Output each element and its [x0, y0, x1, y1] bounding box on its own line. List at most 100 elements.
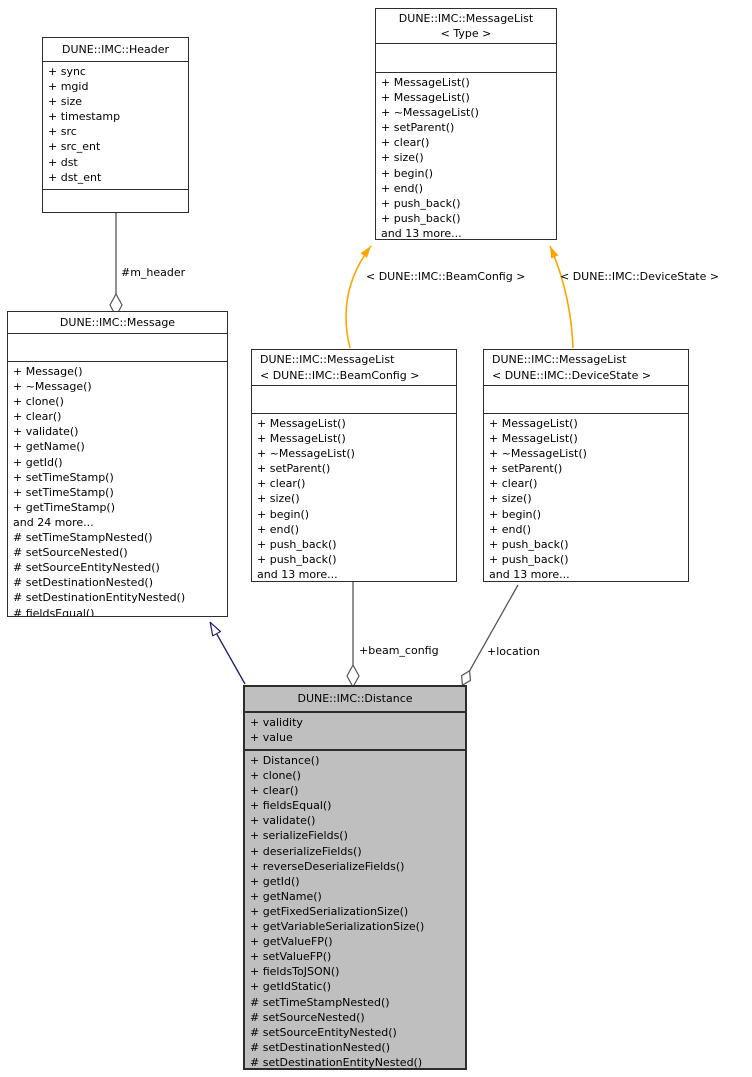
aggregation-edge-location	[460, 584, 519, 687]
template-instantiation-edge-beamconfig	[345, 245, 372, 349]
member-line: + ~MessageList()	[381, 106, 479, 120]
attributes-compartment	[8, 334, 227, 362]
class-title-line: DUNE::IMC::MessageList	[260, 353, 395, 366]
member-line: # setDestinationNested()	[250, 1040, 391, 1054]
member-line: # fieldsEqual()	[13, 606, 95, 617]
class-title: DUNE::IMC::MessageList< Type >	[376, 9, 556, 44]
open-diamond-icon	[346, 663, 360, 689]
member-line: + setValueFP()	[250, 950, 332, 964]
member-line: + setParent()	[489, 462, 563, 476]
member-line: + clear()	[13, 410, 62, 424]
member-line: + clear()	[250, 784, 299, 798]
class-box-messagelist-devicestate[interactable]: DUNE::IMC::MessageList< DUNE::IMC::Devic…	[483, 349, 689, 582]
edge-label-location: +location	[487, 645, 540, 658]
member-line: # setTimeStampNested()	[13, 531, 153, 545]
class-title-line: DUNE::IMC::Header	[62, 42, 169, 56]
attributes-compartment: + validity + value	[245, 713, 465, 751]
member-line: + ~MessageList()	[489, 447, 587, 461]
member-line: + ~MessageList()	[257, 447, 355, 461]
class-title-line: DUNE::IMC::MessageList	[492, 353, 627, 366]
member-line: + size()	[381, 151, 424, 165]
member-line: + setParent()	[381, 121, 455, 135]
edge-label-template-beamconfig: < DUNE::IMC::BeamConfig >	[366, 270, 526, 283]
methods-compartment: + Message()+ ~Message()+ clone()+ clear(…	[8, 362, 227, 616]
class-box-message[interactable]: DUNE::IMC::Message + Message()+ ~Message…	[7, 311, 228, 617]
methods-compartment: + MessageList()+ MessageList()+ ~Message…	[484, 414, 688, 581]
edge-label-template-devicestate: < DUNE::IMC::DeviceState >	[560, 270, 720, 283]
member-line: + value	[250, 731, 293, 745]
class-title: DUNE::IMC::Header	[43, 38, 188, 62]
member-line: + MessageList()	[257, 417, 346, 430]
member-line: + setTimeStamp()	[13, 485, 114, 499]
template-instantiation-edge-devicestate	[549, 245, 574, 349]
class-title: DUNE::IMC::MessageList< DUNE::IMC::Devic…	[484, 350, 688, 386]
class-box-header[interactable]: DUNE::IMC::Header + sync+ mgid+ size+ ti…	[42, 37, 189, 213]
member-line: # setSourceEntityNested()	[250, 1025, 397, 1039]
member-line: + getVariableSerializationSize()	[250, 920, 425, 934]
class-title-line: < DUNE::IMC::BeamConfig >	[260, 368, 420, 382]
class-title-line: DUNE::IMC::MessageList	[398, 11, 534, 25]
member-line: + getName()	[13, 440, 85, 454]
attributes-compartment	[252, 386, 456, 414]
member-line: + end()	[257, 522, 300, 536]
member-line: # setTimeStampNested()	[250, 995, 390, 1009]
member-line: + dst	[48, 155, 78, 169]
member-line: # setDestinationNested()	[13, 576, 154, 590]
member-line: + getId()	[250, 874, 300, 888]
member-line: + validate()	[13, 425, 79, 439]
class-box-messagelist-beamconfig[interactable]: DUNE::IMC::MessageList< DUNE::IMC::BeamC…	[251, 349, 457, 582]
member-line: and 13 more...	[381, 226, 462, 239]
member-line: + clone()	[13, 395, 64, 409]
member-line: + clone()	[250, 769, 301, 783]
member-line: + getIdStatic()	[250, 980, 332, 994]
methods-compartment: + Distance()+ clone()+ clear()+ fieldsEq…	[245, 751, 465, 1068]
member-line: and 13 more...	[257, 567, 338, 581]
class-title-line: DUNE::IMC::Message	[59, 315, 176, 329]
member-line: + push_back()	[257, 552, 337, 566]
member-line: + Message()	[13, 365, 83, 378]
member-line: + deserializeFields()	[250, 844, 362, 858]
class-title-line: < Type >	[440, 27, 492, 40]
member-line: + setTimeStamp()	[13, 470, 114, 484]
member-line: + timestamp	[48, 110, 121, 124]
member-line: + serializeFields()	[250, 829, 348, 843]
member-line: # setSourceNested()	[250, 1010, 365, 1024]
member-line: + begin()	[257, 507, 310, 521]
member-line: + clear()	[257, 477, 306, 491]
member-line: + getName()	[250, 889, 322, 903]
member-line: + begin()	[489, 507, 542, 521]
class-title: DUNE::IMC::Distance	[245, 687, 465, 713]
attributes-compartment	[484, 386, 688, 414]
member-line: + size()	[257, 492, 300, 506]
methods-compartment: + MessageList()+ MessageList()+ ~Message…	[252, 414, 456, 581]
member-line: + fieldsToJSON()	[250, 965, 340, 979]
member-line: and 24 more...	[13, 515, 94, 529]
attributes-compartment: + sync+ mgid+ size+ timestamp+ src+ src_…	[43, 62, 188, 190]
member-line: + push_back()	[257, 537, 337, 551]
member-line: + validity	[250, 716, 303, 729]
member-line: and 13 more...	[489, 567, 570, 581]
member-line: + Distance()	[250, 754, 320, 767]
member-line: # setDestinationEntityNested()	[250, 1055, 423, 1068]
member-line: + getId()	[13, 455, 63, 469]
member-line: + sync	[48, 65, 86, 78]
class-title: DUNE::IMC::Message	[8, 312, 227, 334]
member-line: + MessageList()	[257, 432, 346, 446]
member-line: + src_ent	[48, 140, 101, 154]
member-line: + getFixedSerializationSize()	[250, 904, 409, 918]
member-line: + size()	[489, 492, 532, 506]
class-box-messagelist-type[interactable]: DUNE::IMC::MessageList< Type > + Message…	[375, 8, 557, 240]
member-line: + reverseDeserializeFields()	[250, 859, 405, 873]
class-box-distance-current: DUNE::IMC::Distance + validity+ value + …	[243, 685, 467, 1070]
edge-label-beam-config: +beam_config	[359, 644, 439, 657]
member-line: + push_back()	[381, 196, 461, 210]
member-line: # setSourceEntityNested()	[13, 561, 160, 575]
inheritance-edge-distance-message	[210, 622, 246, 685]
member-line: # setSourceNested()	[13, 546, 128, 560]
open-diamond-icon	[460, 669, 472, 687]
member-line: + MessageList()	[381, 76, 470, 89]
member-line: # setDestinationEntityNested()	[13, 591, 186, 605]
member-line: + getValueFP()	[250, 935, 333, 949]
class-title-line: < DUNE::IMC::DeviceState >	[492, 368, 652, 382]
class-title: DUNE::IMC::MessageList< DUNE::IMC::BeamC…	[252, 350, 456, 386]
